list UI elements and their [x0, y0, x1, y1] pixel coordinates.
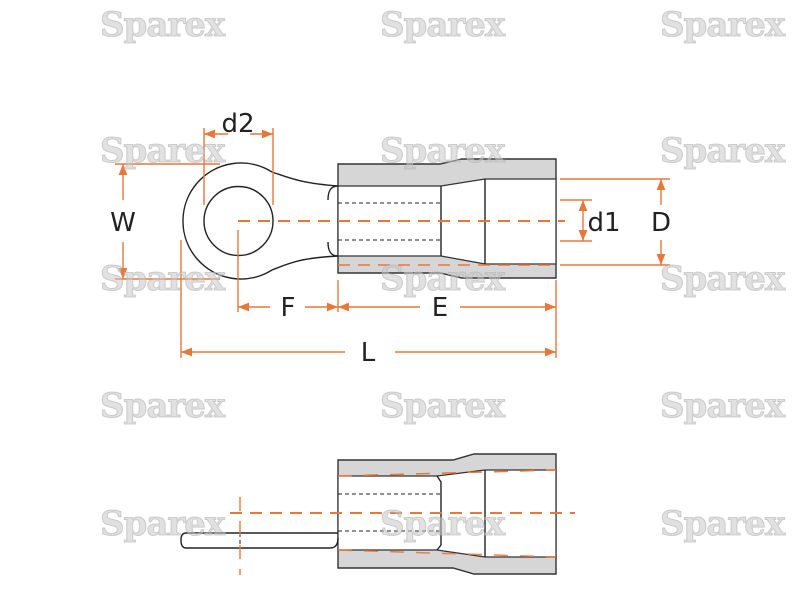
sparex-watermark: Sparex	[100, 259, 226, 299]
sparex-watermark: Sparex	[380, 259, 506, 299]
side-view	[180, 453, 575, 575]
sparex-watermark: Sparex	[380, 504, 506, 544]
top-view: d2 W F E L d1 D	[110, 109, 671, 368]
sparex-watermark: Sparex	[660, 259, 786, 299]
sparex-watermark: Sparex	[660, 131, 786, 171]
label-W: W	[110, 208, 136, 238]
label-d1: d1	[587, 208, 620, 238]
sparex-watermark: Sparex	[100, 5, 226, 45]
ring-terminal-outline	[182, 162, 339, 280]
sparex-watermark: Sparex	[660, 504, 786, 544]
label-E: E	[432, 293, 448, 323]
sparex-watermark: Sparex	[660, 386, 786, 426]
sparex-watermark: Sparex	[100, 386, 226, 426]
sparex-watermark: Sparex	[100, 504, 226, 544]
label-D: D	[651, 208, 671, 238]
sparex-watermark: Sparex	[380, 131, 506, 171]
terminal-tab	[180, 532, 339, 549]
label-F: F	[281, 293, 296, 323]
sparex-watermark: Sparex	[100, 131, 226, 171]
sparex-watermark: Sparex	[380, 386, 506, 426]
label-d2: d2	[221, 109, 254, 139]
sparex-watermark: Sparex	[660, 5, 786, 45]
sparex-watermark: Sparex	[380, 5, 506, 45]
label-L: L	[361, 338, 376, 368]
